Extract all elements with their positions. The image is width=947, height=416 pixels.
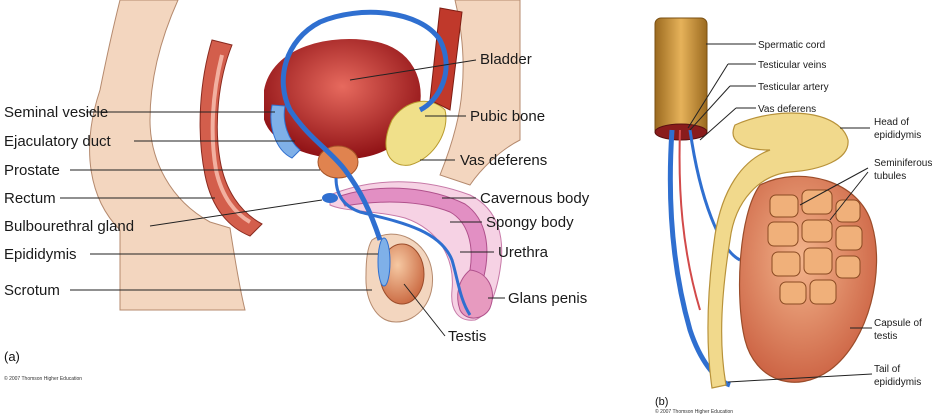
label-tail-of-epididymis-2: epididymis	[874, 377, 921, 388]
label-seminal-vesicle: Seminal vesicle	[4, 104, 108, 121]
label-vas-deferens-b: Vas deferens	[758, 104, 816, 115]
label-seminiferous-2: tubules	[874, 171, 906, 182]
panel-a-letter: (a)	[4, 349, 20, 364]
label-vas-deferens-a: Vas deferens	[460, 152, 547, 169]
label-urethra: Urethra	[498, 244, 549, 261]
label-tail-of-epididymis-1: Tail of	[874, 364, 900, 375]
label-bulbourethral-gland: Bulbourethral gland	[4, 218, 134, 235]
label-bladder: Bladder	[480, 51, 532, 68]
label-head-of-epididymis-1: Head of	[874, 117, 909, 128]
label-glans-penis: Glans penis	[508, 290, 587, 307]
panel-b-letter: (b)	[655, 396, 668, 408]
label-epididymis: Epididymis	[4, 246, 77, 263]
label-capsule-of-testis-2: testis	[874, 331, 897, 342]
label-cavernous-body: Cavernous body	[480, 190, 590, 207]
label-testis-a: Testis	[448, 328, 486, 345]
bulbourethral-gland-shape	[322, 193, 338, 203]
panel-b-copyright: © 2007 Thomson Higher Education	[655, 408, 733, 415]
label-pubic-bone: Pubic bone	[470, 108, 545, 125]
epididymis-shape	[378, 238, 390, 286]
label-testicular-veins: Testicular veins	[758, 60, 826, 71]
label-spongy-body: Spongy body	[486, 214, 574, 231]
panel-a-illustration	[90, 0, 520, 322]
label-prostate: Prostate	[4, 162, 60, 179]
label-spermatic-cord: Spermatic cord	[758, 40, 825, 51]
label-scrotum: Scrotum	[4, 282, 60, 299]
label-rectum: Rectum	[4, 190, 56, 207]
label-seminiferous-1: Seminiferous	[874, 158, 932, 169]
label-testicular-artery: Testicular artery	[758, 82, 829, 93]
label-capsule-of-testis-1: Capsule of	[874, 318, 922, 329]
spermatic-cord-shape	[655, 18, 707, 136]
spermatic-cord-opening	[655, 124, 707, 140]
label-ejaculatory-duct: Ejaculatory duct	[4, 133, 112, 150]
panel-a-copyright: © 2007 Thomson Higher Education	[4, 375, 82, 382]
testicular-artery	[680, 130, 700, 310]
label-head-of-epididymis-2: epididymis	[874, 130, 921, 141]
